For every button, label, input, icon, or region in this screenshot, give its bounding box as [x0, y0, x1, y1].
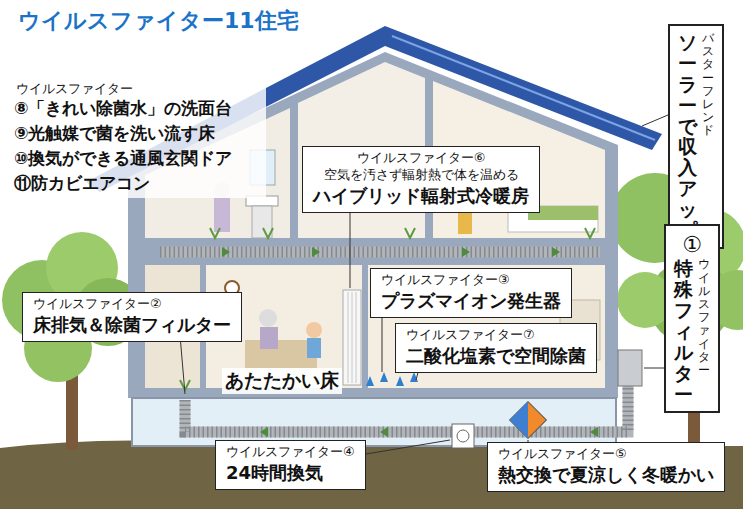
- callout-number: ①: [682, 232, 702, 258]
- callout-body: 床排気＆除菌フィルター: [33, 313, 231, 336]
- roof: [392, 36, 655, 140]
- vertical-caption: 特殊フィルター: [674, 258, 693, 404]
- callout-body: 24時間換気: [226, 461, 355, 484]
- furniture: [214, 198, 230, 232]
- callout-box: ウイルスファイター⑦二酸化塩素で空間除菌: [395, 323, 597, 373]
- text-columns: ウイルスファイター特殊フィルター: [674, 258, 710, 404]
- callout-heading: ウイルスファイター⑦: [406, 327, 586, 344]
- ventilation-unit: [452, 424, 474, 448]
- list-panel: [8, 76, 266, 198]
- furniture: [307, 338, 321, 358]
- callout-body: 二酸化塩素で空間除菌: [406, 344, 586, 367]
- heat-exchanger: [510, 402, 547, 439]
- airflow-arrow: [312, 247, 320, 257]
- feature-item: ⑩換気ができる通風玄関ドア: [14, 147, 232, 170]
- radiator: [343, 290, 361, 385]
- filter-unit: [618, 350, 642, 386]
- callout-heading: ウイルスファイター⑥: [313, 150, 529, 167]
- basement: [132, 398, 616, 446]
- ground: [0, 440, 743, 509]
- airflow-arrow: [590, 427, 598, 437]
- air-duct: [160, 247, 600, 258]
- furniture: [306, 322, 322, 338]
- furniture: [252, 206, 272, 238]
- callout-heading: ウイルスファイター②: [33, 296, 231, 313]
- callout-heading: ウイルスファイター⑤: [498, 446, 714, 463]
- leader-line: [382, 310, 383, 372]
- list-heading: ウイルスファイター: [16, 80, 133, 98]
- floor-vent: [585, 228, 595, 238]
- list-panel: [8, 76, 266, 198]
- airflow-arrow: [260, 427, 268, 437]
- basement: [132, 398, 616, 446]
- floor-vent: [180, 228, 595, 390]
- callout-box: ウイルスファイター⑥空気を汚さず輻射熱で体を温めるハイブリッド輻射式冷暖房: [302, 146, 540, 213]
- furniture: [259, 309, 277, 327]
- air-duct: [160, 247, 600, 258]
- diagram-title: ウイルスファイター11住宅: [18, 6, 299, 36]
- radiator: [352, 292, 353, 383]
- callout-heading: ウイルスファイター③: [381, 272, 561, 289]
- warm-floor-arrow: [380, 372, 388, 382]
- airflow-arrow: [380, 427, 388, 437]
- vertical-caption: ソーラーで収入アップ: [678, 32, 697, 241]
- heat-exchanger: [510, 402, 547, 439]
- warm-floor-arrow: [396, 376, 404, 386]
- callout-body: ハイブリッド輻射式冷暖房: [313, 184, 529, 207]
- room: [368, 265, 605, 388]
- feature-item: ⑨光触媒で菌を洗い流す床: [14, 122, 215, 145]
- callout-heading: 空気を汚さず輻射熱で体を温める: [313, 167, 529, 184]
- ventilation-unit: [452, 424, 474, 448]
- warm-floor-arrow: [366, 372, 418, 386]
- airflow-arrow: [222, 247, 230, 257]
- heat-exchanger: [510, 402, 547, 439]
- airflow-arrow: [222, 247, 598, 437]
- callout-body: プラズマイオン発生器: [381, 289, 561, 312]
- vertical-callout-box: バスターフレンドソーラーで収入アップ: [668, 24, 724, 249]
- leader-line: [360, 440, 450, 455]
- radiator: [348, 292, 349, 383]
- floor-label: あたたかい床: [222, 368, 342, 394]
- vertical-callout-box: ①ウイルスファイター特殊フィルター: [664, 224, 720, 413]
- text-columns: バスターフレンドソーラーで収入アップ: [678, 32, 714, 241]
- vertical-heading: ウイルスファイター: [698, 258, 710, 377]
- callout-body: 熱交換で夏涼しく冬暖かい: [498, 463, 714, 486]
- heat-exchanger: [510, 402, 547, 439]
- filter-unit: [618, 350, 642, 386]
- callout-box: ウイルスファイター⑤熱交換で夏涼しく冬暖かい: [487, 442, 725, 492]
- furniture: [245, 340, 317, 368]
- callout-box: ウイルスファイター④24時間換気: [215, 440, 366, 490]
- leader-line: [350, 205, 351, 288]
- leader-line: [180, 335, 185, 394]
- vertical-heading: バスターフレンド: [702, 32, 714, 138]
- floor-vent: [210, 228, 220, 238]
- feature-item: ⑪防カビエアコン: [14, 172, 150, 195]
- callout-box: ウイルスファイター③プラズマイオン発生器: [370, 268, 572, 318]
- radiator: [356, 292, 357, 383]
- furniture: [260, 327, 278, 349]
- airflow-arrow: [552, 247, 560, 257]
- callout-heading: ウイルスファイター④: [226, 444, 355, 461]
- floor-vent: [263, 228, 273, 238]
- callout-box: ウイルスファイター②床排気＆除菌フィルター: [22, 292, 242, 342]
- feature-item: ⑧「きれい除菌水」の洗面台: [14, 97, 232, 120]
- airflow-arrow: [462, 247, 470, 257]
- radiator: [343, 290, 361, 385]
- warm-floor-arrow: [366, 376, 374, 386]
- ground: [0, 440, 743, 509]
- ventilation-unit: [457, 430, 469, 442]
- air-duct: [160, 252, 628, 432]
- floor-vent: [405, 228, 415, 238]
